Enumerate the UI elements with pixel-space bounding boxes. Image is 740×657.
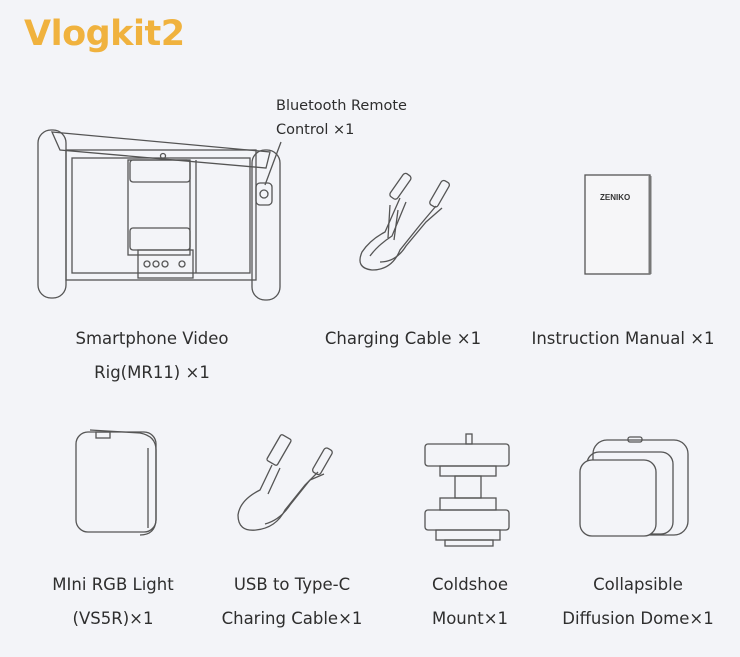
manual-brand-logo: ZENIKO — [600, 193, 630, 202]
label-line1: Coldshoe — [432, 575, 508, 594]
callout-line1: Bluetooth Remote — [276, 98, 407, 114]
item-label-coldshoe: Coldshoe Mount×1 — [432, 568, 508, 636]
label-line1: Instruction Manual ×1 — [531, 329, 715, 348]
label-line1: MIni RGB Light — [52, 575, 174, 594]
item-label-charging-cable: Charging Cable ×1 — [325, 322, 481, 356]
bluetooth-remote-callout: Bluetooth Remote Control ×1 — [276, 94, 407, 142]
label-line2: Diffusion Dome×1 — [562, 609, 714, 628]
label-line1: Collapsible — [593, 575, 683, 594]
item-label-rgb-light: MIni RGB Light (VS5R)×1 — [52, 568, 173, 636]
item-label-usb-cable: USB to Type-C Charing Cable×1 — [222, 568, 363, 636]
label-line1: Smartphone Video — [75, 329, 229, 348]
callout-line2: Control ×1 — [276, 122, 355, 138]
label-line2: Charing Cable×1 — [221, 609, 363, 628]
label-line2: (VS5R)×1 — [72, 609, 154, 628]
label-line2: Rig(MR11) ×1 — [94, 363, 210, 382]
item-label-diffusion-dome: Collapsible Diffusion Dome×1 — [562, 568, 713, 636]
item-label-manual: Instruction Manual ×1 — [531, 322, 714, 356]
label-line1: USB to Type-C — [233, 575, 351, 594]
item-label-rig: Smartphone Video Rig(MR11) ×1 — [75, 322, 228, 390]
page-title: Vlogkit2 — [24, 14, 185, 54]
label-line1: Charging Cable ×1 — [324, 329, 482, 348]
label-line2: Mount×1 — [431, 609, 509, 628]
